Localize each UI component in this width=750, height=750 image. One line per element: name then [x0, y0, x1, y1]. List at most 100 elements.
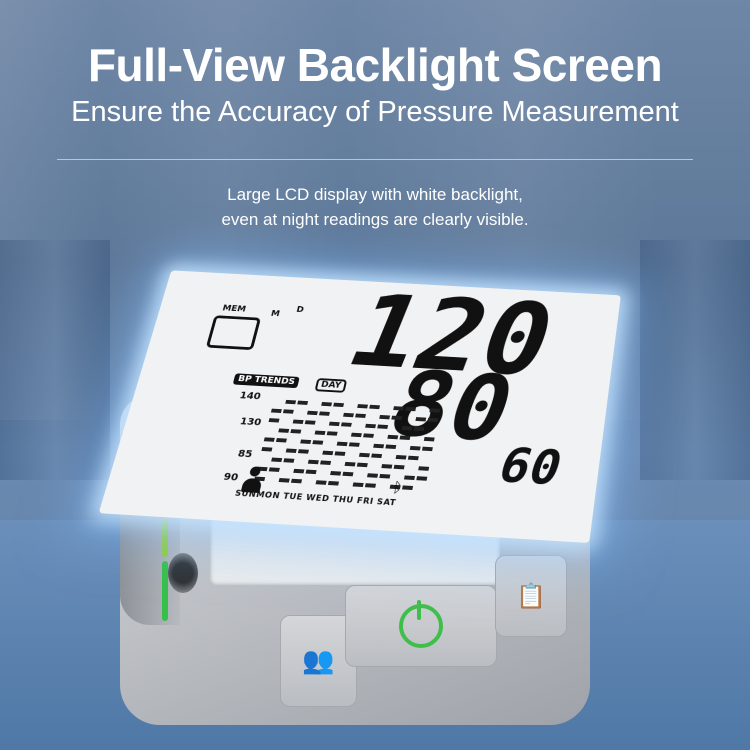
- trend-segment: [278, 428, 290, 433]
- floating-lcd-display: MEM M D 120 80 60 BP TRENDS DAY 140 130 …: [98, 270, 621, 544]
- trend-segment: [395, 454, 407, 460]
- subheadline: Ensure the Accuracy of Pressure Measurem…: [71, 96, 679, 128]
- trend-segment: [381, 464, 393, 469]
- trend-segment: [373, 443, 385, 449]
- trend-segment: [290, 429, 302, 434]
- trend-segment: [355, 413, 366, 418]
- trend-segment: [320, 460, 332, 465]
- trend-segment: [268, 418, 280, 423]
- trend-segment: [377, 424, 389, 429]
- trend-segment: [393, 406, 405, 411]
- axis-90: 90: [222, 471, 240, 484]
- trend-segment: [292, 419, 304, 424]
- trend-segment: [333, 402, 345, 408]
- trend-segment: [344, 461, 356, 467]
- trend-segment: [405, 406, 417, 412]
- indicator-bar-green: [162, 561, 168, 621]
- trend-segment: [340, 422, 352, 427]
- headline: Full-View Backlight Screen: [87, 39, 663, 91]
- trend-segment: [314, 430, 326, 435]
- trend-segment: [297, 449, 309, 454]
- trend-segment: [364, 483, 377, 488]
- pulse-reading: 60: [491, 438, 570, 497]
- day-label: D: [295, 305, 305, 315]
- trend-segment: [290, 478, 303, 484]
- trend-segment: [330, 471, 342, 476]
- cuff-port: [168, 553, 198, 593]
- trend-segment: [278, 478, 290, 483]
- axis-130: 130: [238, 416, 263, 429]
- trend-segment: [297, 400, 309, 405]
- memory-icon: 📋: [516, 582, 546, 610]
- trend-segment: [334, 451, 346, 456]
- trend-segment: [285, 399, 297, 405]
- trend-segment: [418, 466, 430, 471]
- axis-85: 85: [236, 448, 254, 461]
- trend-segment: [401, 485, 414, 491]
- trend-segment: [429, 408, 441, 413]
- trend-segment: [393, 464, 405, 470]
- trend-segment: [356, 462, 368, 468]
- trend-segment: [328, 421, 340, 427]
- trend-segment: [304, 420, 316, 425]
- trend-segment: [350, 432, 362, 438]
- trend-segment: [322, 450, 334, 456]
- memory-button[interactable]: 📋: [495, 555, 567, 637]
- trend-segment: [283, 458, 295, 463]
- divider: [57, 159, 693, 160]
- trend-segment: [352, 482, 364, 488]
- trend-segment: [415, 417, 427, 422]
- trend-segment: [407, 455, 419, 461]
- trend-segment: [363, 433, 374, 438]
- trend-segment: [268, 467, 280, 472]
- description-line-1: Large LCD display with white backlight,: [227, 185, 523, 204]
- trend-segment: [261, 447, 273, 452]
- trend-segment: [348, 442, 360, 447]
- trend-mode-label: DAY: [314, 378, 348, 393]
- trend-segment: [379, 414, 391, 420]
- trend-segment: [305, 469, 317, 475]
- trend-segment: [293, 468, 305, 474]
- description-line-2: even at night readings are clearly visib…: [221, 210, 529, 229]
- trend-segment: [263, 437, 275, 442]
- trend-segment: [399, 435, 411, 441]
- trend-segment: [413, 426, 425, 432]
- trend-segment: [366, 473, 379, 478]
- trend-segment: [307, 459, 319, 465]
- trend-segment: [387, 434, 399, 440]
- trend-segment: [357, 404, 368, 409]
- trend-segment: [369, 404, 380, 410]
- trend-segment: [318, 411, 330, 416]
- trend-segment: [385, 444, 397, 449]
- curtain-left: [0, 240, 110, 480]
- month-label: M: [269, 309, 281, 319]
- power-icon: [399, 600, 443, 648]
- bp-trends-label: BP TRENDS: [232, 373, 301, 389]
- mem-label: MEM: [221, 304, 247, 315]
- trend-segment: [336, 441, 348, 447]
- trend-segment: [343, 412, 354, 418]
- trend-segment: [270, 408, 282, 414]
- trend-segment: [300, 439, 312, 444]
- trend-segment: [379, 473, 391, 479]
- trend-segment: [371, 453, 383, 459]
- trend-segment: [409, 445, 421, 451]
- trend-segment: [365, 423, 376, 429]
- users-icon: 👥: [302, 646, 335, 676]
- trend-segment: [423, 436, 435, 442]
- axis-140: 140: [238, 390, 262, 403]
- trend-segment: [403, 475, 415, 481]
- trend-segment: [326, 431, 338, 436]
- power-button[interactable]: [345, 585, 497, 667]
- trend-segment: [416, 476, 428, 481]
- trend-segment: [306, 410, 318, 416]
- trend-segment: [342, 471, 354, 477]
- trend-segment: [421, 446, 433, 452]
- trend-segment: [391, 415, 403, 421]
- curtain-right: [640, 240, 750, 480]
- trend-segment: [321, 401, 333, 407]
- trend-segment: [401, 425, 413, 431]
- trend-segment: [282, 409, 294, 414]
- indicator-bar-lime: [162, 519, 168, 557]
- trend-segment: [315, 480, 327, 485]
